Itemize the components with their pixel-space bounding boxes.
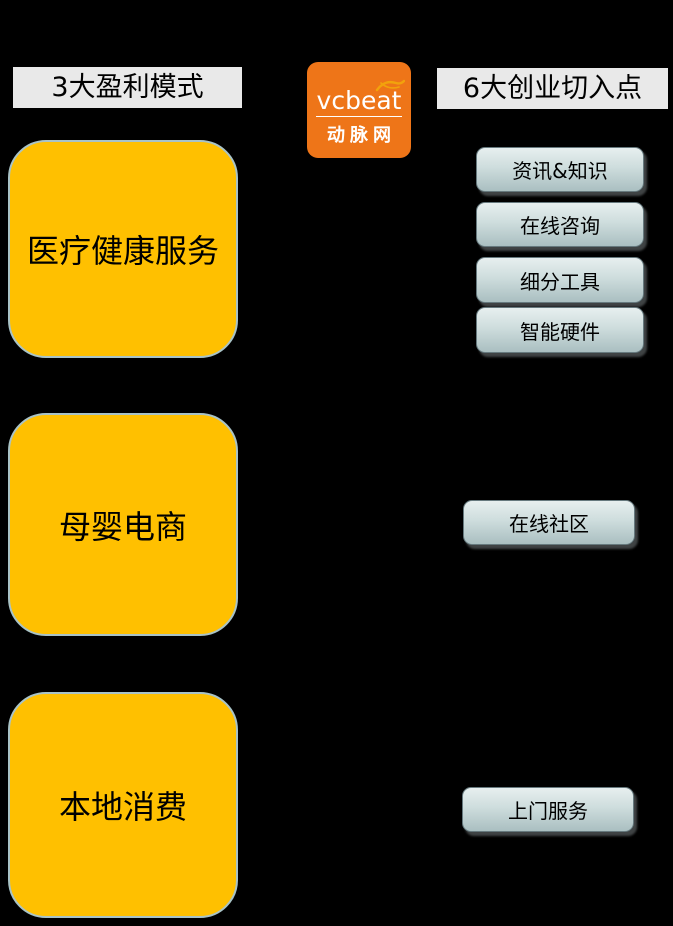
profit-model-box-medical-health: 医疗健康服务 xyxy=(8,140,238,358)
entry-point-box-online-community: 在线社区 xyxy=(463,500,635,545)
dna-swoosh-icon xyxy=(376,79,406,92)
entry-point-box-info-knowledge: 资讯&知识 xyxy=(476,147,644,192)
profit-model-box-local-consumption: 本地消费 xyxy=(8,692,238,918)
right-column-header: 6大创业切入点 xyxy=(437,68,668,109)
entry-point-box-door-to-door-service: 上门服务 xyxy=(462,787,634,832)
entry-point-box-smart-hardware: 智能硬件 xyxy=(476,307,644,353)
left-column-header: 3大盈利模式 xyxy=(13,67,242,108)
logo-chinese-name: 动脉网 xyxy=(327,125,396,146)
logo-brand-text: vcbeat xyxy=(317,79,406,113)
vcbeat-logo: vcbeat 动脉网 xyxy=(307,62,411,158)
entry-point-box-segmented-tools: 细分工具 xyxy=(476,257,644,303)
entry-point-box-online-consulting: 在线咨询 xyxy=(476,202,644,247)
logo-divider xyxy=(316,116,402,117)
profit-model-box-mother-baby-ecommerce: 母婴电商 xyxy=(8,413,238,636)
